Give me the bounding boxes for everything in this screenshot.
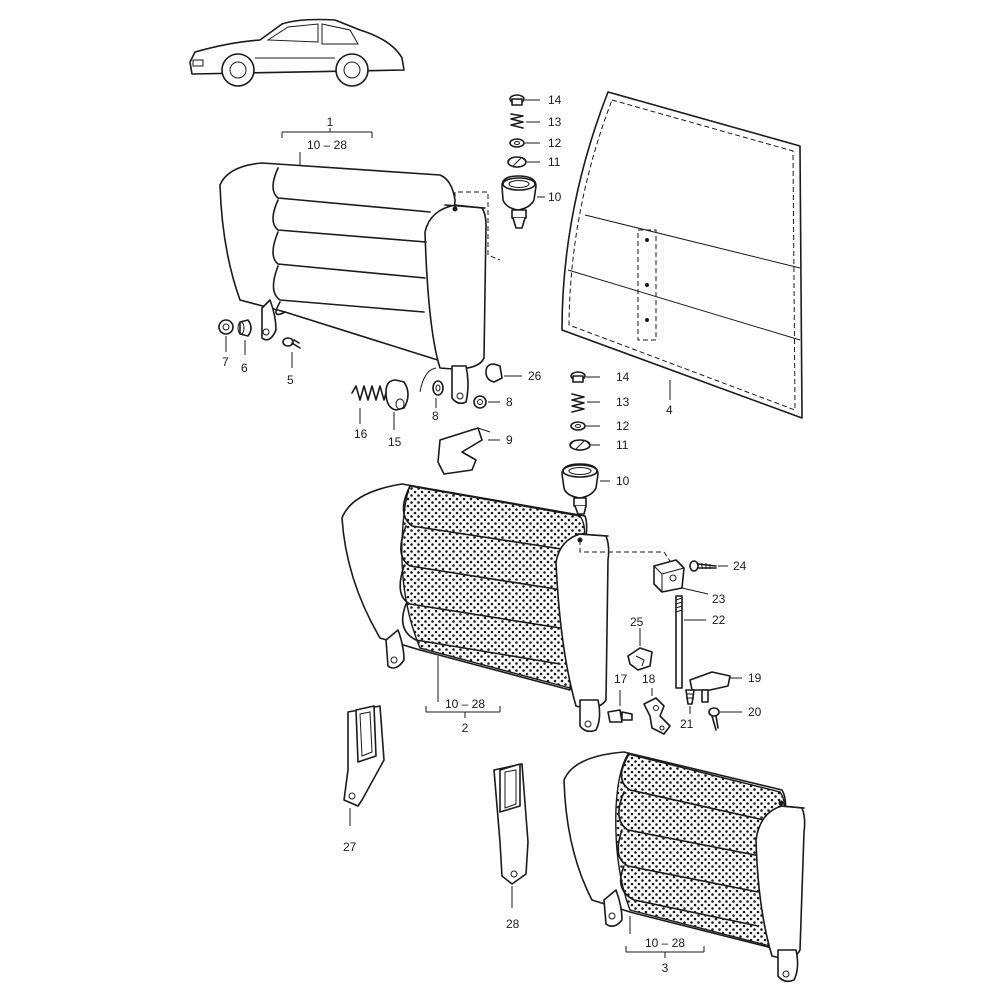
- backrest-3: [563, 751, 806, 983]
- callout-1-range: 10 – 28: [307, 138, 347, 152]
- callout-27: 27: [343, 840, 357, 854]
- bushing-8-right: [473, 395, 500, 409]
- callout-24: 24: [733, 559, 747, 573]
- cup-10-upper: [501, 175, 545, 229]
- spring-13-lower: [571, 393, 600, 413]
- callout-1: 1: [327, 115, 334, 129]
- pin-21: [685, 689, 695, 714]
- callout-20: 20: [748, 705, 762, 719]
- lever-18: [643, 688, 671, 735]
- callout-3: 3: [662, 961, 669, 975]
- cylinder-15: [385, 379, 409, 430]
- rod-22: [675, 595, 706, 689]
- clip-25: [627, 628, 653, 671]
- callout-21: 21: [680, 717, 694, 731]
- callout-22: 22: [712, 613, 726, 627]
- screw-24: [689, 560, 728, 572]
- washer-12-lower: [570, 421, 600, 431]
- callout-10-lower: 10: [616, 474, 630, 488]
- callout-3-range: 10 – 28: [645, 936, 685, 950]
- callout-7: 7: [222, 355, 229, 369]
- callout-11-upper: 11: [548, 155, 561, 169]
- callout-8-left: 8: [432, 409, 439, 423]
- callout-13-upper: 13: [548, 115, 562, 129]
- callout-2: 2: [462, 721, 469, 735]
- callout-25: 25: [630, 615, 644, 629]
- cup-10-lower: [561, 463, 610, 515]
- callout-23: 23: [712, 592, 726, 606]
- callout-4: 4: [666, 403, 673, 417]
- callout-12-upper: 12: [548, 136, 562, 150]
- cover-panel-4: [561, 91, 803, 419]
- callout-13-lower: 13: [616, 395, 630, 409]
- spring-16: [351, 385, 387, 424]
- callout-10-upper: 10: [548, 190, 562, 204]
- nut-11-upper: [507, 156, 540, 168]
- bracket-27: [343, 705, 385, 826]
- screw-5: [282, 337, 301, 368]
- callout-11-lower: 11: [616, 438, 629, 452]
- cap-14-upper: [509, 94, 540, 106]
- latch-19: [689, 671, 742, 703]
- callout-9: 9: [506, 433, 513, 447]
- callout-17: 17: [614, 672, 628, 686]
- backrest-2: [341, 483, 610, 733]
- hinge-block-23: [653, 559, 709, 595]
- callout-8-right: 8: [506, 395, 513, 409]
- callout-14-lower: 14: [616, 370, 630, 384]
- stop-26: [485, 363, 522, 383]
- callout-14-upper: 14: [548, 93, 562, 107]
- callout-12-lower: 12: [616, 419, 630, 433]
- callout-16: 16: [354, 427, 368, 441]
- callout-26: 26: [528, 369, 542, 383]
- callout-2-group: 10 – 28 2: [425, 656, 501, 735]
- backrest-1: [219, 162, 487, 405]
- callout-6: 6: [241, 361, 248, 375]
- washer-7: [218, 319, 234, 352]
- callout-19: 19: [748, 671, 762, 685]
- cap-14-lower: [570, 371, 600, 383]
- nut-11-lower: [569, 439, 600, 451]
- callout-3-group: 10 – 28 3: [625, 916, 705, 975]
- bracket-9: [437, 427, 500, 475]
- hardware-stack-upper: [501, 94, 545, 229]
- leader-dashed-1: [454, 191, 501, 261]
- car-thumbnail-icon: [189, 18, 405, 87]
- hardware-stack-lower: [561, 371, 610, 515]
- callout-18: 18: [642, 672, 656, 686]
- callout-5: 5: [287, 373, 294, 387]
- bushing-8-left: [419, 367, 444, 408]
- spring-13-upper: [510, 113, 540, 129]
- callout-1-group: 1 10 – 28: [281, 115, 373, 166]
- bushing-6: [237, 319, 252, 355]
- callout-28: 28: [506, 917, 520, 931]
- washer-12-upper: [509, 138, 540, 148]
- screw-20: [708, 707, 742, 731]
- bolt-17: [607, 690, 633, 723]
- callout-15: 15: [388, 435, 402, 449]
- bracket-28: [493, 763, 529, 908]
- callout-2-range: 10 – 28: [445, 697, 485, 711]
